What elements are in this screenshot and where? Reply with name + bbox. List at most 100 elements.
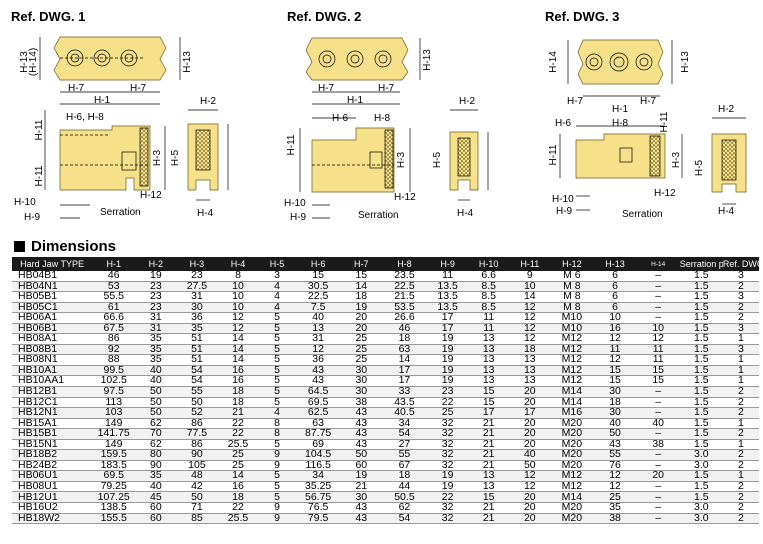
table-cell: 116.5 xyxy=(295,460,341,472)
table-cell: 60 xyxy=(340,460,382,472)
table-cell: 55 xyxy=(381,449,428,461)
table-cell: 16 xyxy=(217,375,259,387)
dwg3-label-h10: H-10 xyxy=(552,194,574,205)
table-cell: 63 xyxy=(295,418,341,430)
table-cell: 18 xyxy=(217,397,259,409)
dwg2-label-h9: H-9 xyxy=(290,212,307,223)
table-cell: 1.5 xyxy=(679,365,723,377)
jaw-type-cell: HB15B1 xyxy=(12,428,93,440)
table-cell: 62 xyxy=(381,502,428,514)
table-cell: 6 xyxy=(593,271,637,282)
table-cell: M12 xyxy=(550,470,594,482)
table-cell: 3.0 xyxy=(679,449,723,461)
table-header-cell: H-14 xyxy=(636,257,680,271)
table-cell: 38 xyxy=(636,439,680,451)
jaw-type-cell: HB06B1 xyxy=(12,323,93,335)
table-cell: – xyxy=(636,513,680,525)
dwg1-label-h10: H-10 xyxy=(14,197,36,208)
table-cell: 13 xyxy=(468,344,510,356)
table-cell: 35 xyxy=(135,344,177,356)
table-cell: – xyxy=(636,397,680,409)
table-cell: 23 xyxy=(427,386,469,398)
table-header-cell: H-8 xyxy=(381,257,428,271)
table-cell: 2 xyxy=(722,513,759,525)
table-cell: 71 xyxy=(176,502,218,514)
table-cell: 22 xyxy=(427,491,469,504)
dwg1-label-h1: H-1 xyxy=(94,95,111,106)
jaw-type-cell: HB10AA1 xyxy=(12,375,93,387)
table-cell: 80 xyxy=(135,449,177,461)
table-cell: 11 xyxy=(427,271,469,282)
table-cell: 69.5 xyxy=(295,397,341,409)
table-cell: 26.6 xyxy=(381,312,428,324)
table-cell: 31 xyxy=(135,323,177,335)
table-cell: 19 xyxy=(427,344,469,356)
table-cell: 25 xyxy=(340,333,382,345)
table-cell: 38 xyxy=(340,397,382,409)
table-cell: 43 xyxy=(340,502,382,514)
table-cell: 54 xyxy=(381,428,428,440)
table-cell: 48 xyxy=(176,470,218,482)
table-cell: 40 xyxy=(295,312,341,324)
table-cell: 1.5 xyxy=(679,312,723,324)
table-cell: M20 xyxy=(550,449,594,461)
table-cell: 23 xyxy=(135,302,177,314)
table-cell: 1.5 xyxy=(679,344,723,356)
table-header-cell: H-6 xyxy=(295,257,341,271)
table-cell: 1 xyxy=(722,439,759,451)
table-cell: 18 xyxy=(381,333,428,345)
jaw-type-cell: HB16U2 xyxy=(12,502,93,514)
dwg2-label-h6: H-6 xyxy=(332,113,349,124)
table-cell: 43 xyxy=(340,418,382,430)
table-cell: 3.0 xyxy=(679,502,723,514)
table-cell: 12 xyxy=(217,312,259,324)
dwg1-label-h11-top: H-11 xyxy=(34,119,45,140)
table-header-cell: H-13 xyxy=(593,257,637,271)
table-cell: 21 xyxy=(217,407,259,419)
table-cell: 10 xyxy=(217,302,259,314)
table-cell: 6 xyxy=(593,281,637,293)
table-cell: 18 xyxy=(509,344,551,356)
table-cell: 43 xyxy=(340,407,382,419)
table-cell: 20 xyxy=(509,428,551,440)
dwg1-side-view xyxy=(44,110,166,219)
table-cell: 10 xyxy=(636,323,680,335)
table-cell: 30.5 xyxy=(295,281,341,293)
table-cell: 40 xyxy=(135,481,177,493)
table-cell: 10 xyxy=(217,281,259,293)
table-cell: 6.6 xyxy=(468,271,510,282)
table-cell: 10 xyxy=(217,291,259,303)
table-cell: 17 xyxy=(381,365,428,377)
table-cell: M20 xyxy=(550,428,594,440)
table-cell: 149 xyxy=(92,439,136,451)
table-cell: 14 xyxy=(217,470,259,482)
jaw-type-cell: HB18W2 xyxy=(12,513,93,525)
table-cell: 17 xyxy=(509,407,551,419)
dimensions-section-title: Dimensions xyxy=(14,236,116,256)
table-cell: 19 xyxy=(427,481,469,493)
table-cell: 5 xyxy=(258,481,296,493)
table-cell: 13 xyxy=(509,354,551,366)
dwg1-label-h7-right: H-7 xyxy=(130,83,147,94)
table-cell: 90 xyxy=(135,460,177,472)
table-cell: 1 xyxy=(722,365,759,377)
table-cell: 13.5 xyxy=(427,302,469,314)
table-cell: 25 xyxy=(217,449,259,461)
dwg2-label-h3: H-3 xyxy=(396,152,407,169)
table-cell: 22 xyxy=(217,502,259,514)
table-cell: 30 xyxy=(340,491,382,504)
table-cell: M14 xyxy=(550,397,594,409)
table-cell: 30 xyxy=(593,386,637,398)
table-cell: 64.5 xyxy=(295,386,341,398)
table-cell: M10 xyxy=(550,312,594,324)
table-cell: 35 xyxy=(176,323,218,335)
table-cell: 20 xyxy=(509,502,551,514)
table-cell: 86 xyxy=(176,439,218,451)
